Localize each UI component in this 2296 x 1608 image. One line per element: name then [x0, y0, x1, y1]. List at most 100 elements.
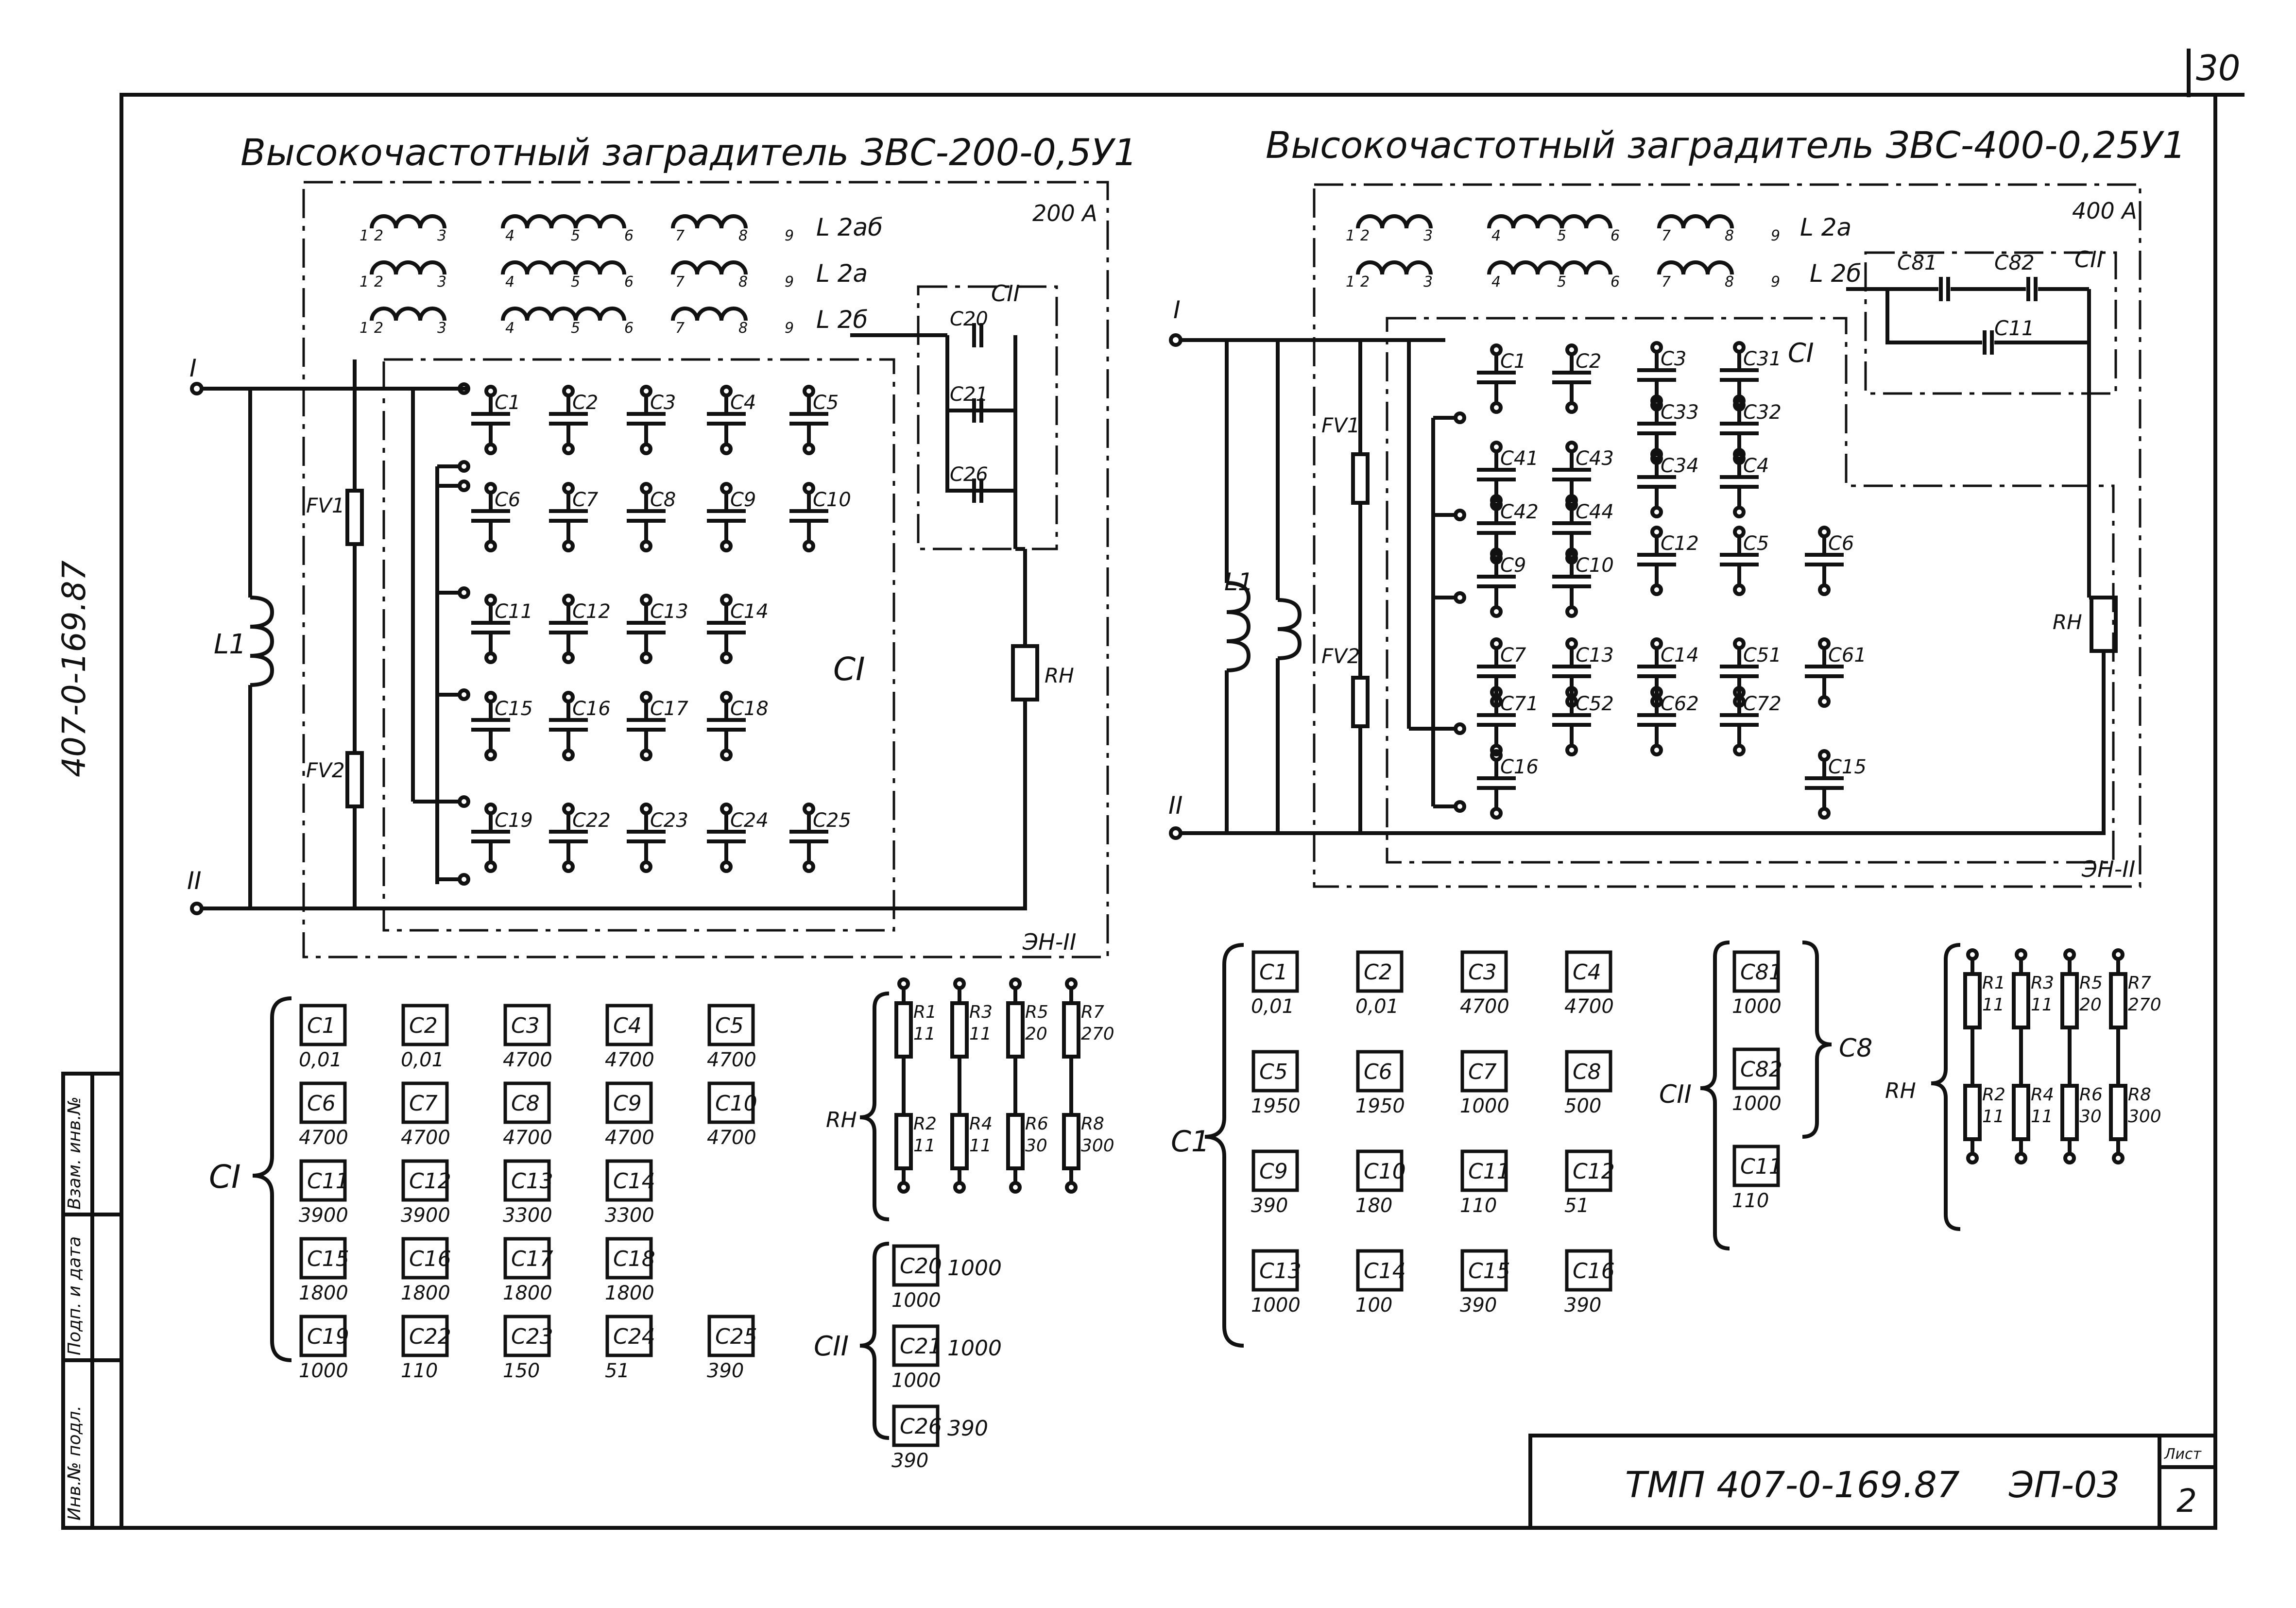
left-ci-cell-value: 1800	[299, 1282, 348, 1304]
right-cap-c16: C16	[1477, 749, 1539, 820]
title-block-sheet-label: Лист	[2164, 1446, 2202, 1463]
right-c1-cell-name: C3	[1468, 960, 1497, 985]
right-cap-c5-label: C5	[1743, 532, 1769, 555]
right-c1-cell-value: 51	[1564, 1195, 1589, 1217]
right-cap-c51-label: C51	[1743, 644, 1782, 667]
left-ci-cell-name: C16	[409, 1247, 451, 1271]
right-c1-cell-name: C10	[1364, 1159, 1406, 1184]
left-ci-cell-name: C13	[511, 1169, 553, 1194]
left-side-code: 407-0-169.87	[55, 560, 93, 777]
left-ci-cell-value: 3900	[299, 1204, 348, 1227]
right-rating: 400 А	[2072, 198, 2137, 224]
right-winding-tap: 2	[1360, 227, 1370, 244]
left-winding-tap: 2	[374, 274, 383, 291]
left-rn-value: 11	[969, 1024, 992, 1044]
right-rn-name: R4	[2031, 1085, 2054, 1105]
right-cap-c15: C15	[1805, 749, 1867, 820]
right-table-c1: C10,01C20,01C34700C44700C51950C61950C710…	[1251, 950, 1615, 1317]
left-cii-value-side: 390	[947, 1416, 988, 1441]
title-block: ТМП 407-0-169.87 ЭП-03 Лист 2	[1528, 1434, 2217, 1530]
right-cap-c13-label: C13	[1576, 644, 1614, 667]
left-rn-name: R3	[969, 1002, 993, 1022]
right-c1-cell-value: 4700	[1460, 995, 1509, 1018]
left-table-ci-label: CI	[209, 1158, 241, 1196]
left-table-rn-label: RН	[826, 1108, 857, 1132]
right-c1-cell-value: 1000	[1251, 1294, 1301, 1317]
left-coil-label: L1	[214, 629, 246, 660]
left-rn-value: 270	[1081, 1024, 1114, 1044]
right-table-c8-label: C8	[1839, 1034, 1872, 1063]
right-c1-cell: C10,01	[1251, 950, 1299, 1018]
left-ci-cell-value: 4700	[605, 1049, 654, 1071]
left-rating: 200 А	[1032, 200, 1097, 226]
left-title: Высокочастотный заградитель ЗВС-200-0,5У…	[240, 131, 1137, 174]
right-rn-value: 11	[2031, 1107, 2053, 1127]
left-cap-c11-label: C11	[495, 600, 533, 623]
right-cap-c15-label: C15	[1828, 756, 1867, 778]
left-ci-cell-name: C8	[511, 1091, 540, 1116]
right-c1-cell-value: 0,01	[1251, 995, 1294, 1018]
left-cap-c9: C9	[707, 482, 756, 552]
left-cap-c8-label: C8	[650, 489, 676, 511]
right-c1-cell-name: C11	[1468, 1159, 1510, 1184]
left-cap-c3-label: C3	[650, 392, 676, 414]
right-c1-cell-name: C6	[1364, 1060, 1392, 1084]
left-rn-value: 11	[969, 1136, 992, 1156]
left-winding-name-2: L 2а	[816, 259, 868, 288]
right-winding-tap: 4	[1491, 274, 1501, 291]
title-block-code: ТМП 407-0-169.87	[1625, 1464, 1960, 1506]
left-ci-cell-name: C9	[613, 1091, 642, 1116]
right-winding-name-2: L 2б	[1810, 259, 1861, 288]
right-c1-cell-value: 1950	[1355, 1095, 1405, 1117]
left-ci-cell-name: C15	[307, 1247, 349, 1271]
right-c1-cell-value: 100	[1355, 1294, 1392, 1317]
right-cap-c1: C1	[1477, 343, 1526, 414]
right-c1-cell-value: 1000	[1460, 1095, 1509, 1117]
right-cap-c34: C34	[1637, 448, 1699, 518]
left-ci-cell-value: 4700	[401, 1127, 450, 1149]
right-cap-c3-label: C3	[1661, 348, 1686, 370]
right-c81-label: C81	[1897, 251, 1937, 274]
right-winding-tap: 5	[1557, 227, 1566, 244]
right-c82-label: C82	[1994, 251, 2035, 274]
left-winding-tap: 6	[624, 274, 634, 291]
right-rn-value: 30	[2079, 1107, 2102, 1127]
right-fv1	[1351, 452, 1370, 505]
left-winding-tap: 6	[624, 320, 634, 337]
left-rn-name: R4	[969, 1114, 993, 1134]
right-c1-cell-name: C13	[1259, 1259, 1302, 1283]
left-ci-cell: C20,01	[401, 1004, 449, 1071]
left-winding-tap: 8	[738, 320, 748, 337]
left-fv2-label: FV2	[306, 758, 345, 782]
left-ci-cell-name: C23	[511, 1324, 553, 1349]
right-rn-value: 20	[2079, 995, 2102, 1015]
left-rn-value: 11	[913, 1136, 936, 1156]
right-c1-cell-name: C5	[1259, 1060, 1288, 1084]
left-rn-value: 20	[1025, 1024, 1047, 1044]
right-block-inner	[1386, 317, 2115, 864]
right-cap-c72: C72	[1720, 686, 1782, 756]
left-cap-c15-label: C15	[495, 698, 533, 720]
right-cap-c42: C42	[1477, 494, 1539, 565]
left-winding-tap: 4	[505, 274, 514, 291]
right-cap-c61: C61	[1805, 637, 1867, 708]
right-title: Высокочастотный заградитель ЗВС-400-0,25…	[1266, 123, 2186, 167]
left-ci-cell-name: C10	[715, 1091, 757, 1116]
right-cap-c42-label: C42	[1500, 501, 1539, 523]
right-cap-c9-label: C9	[1500, 554, 1526, 577]
title-block-sheet-number: 2	[2176, 1482, 2197, 1520]
left-ci-cell-value: 4700	[707, 1127, 756, 1149]
left-winding-tap: 9	[785, 320, 794, 337]
